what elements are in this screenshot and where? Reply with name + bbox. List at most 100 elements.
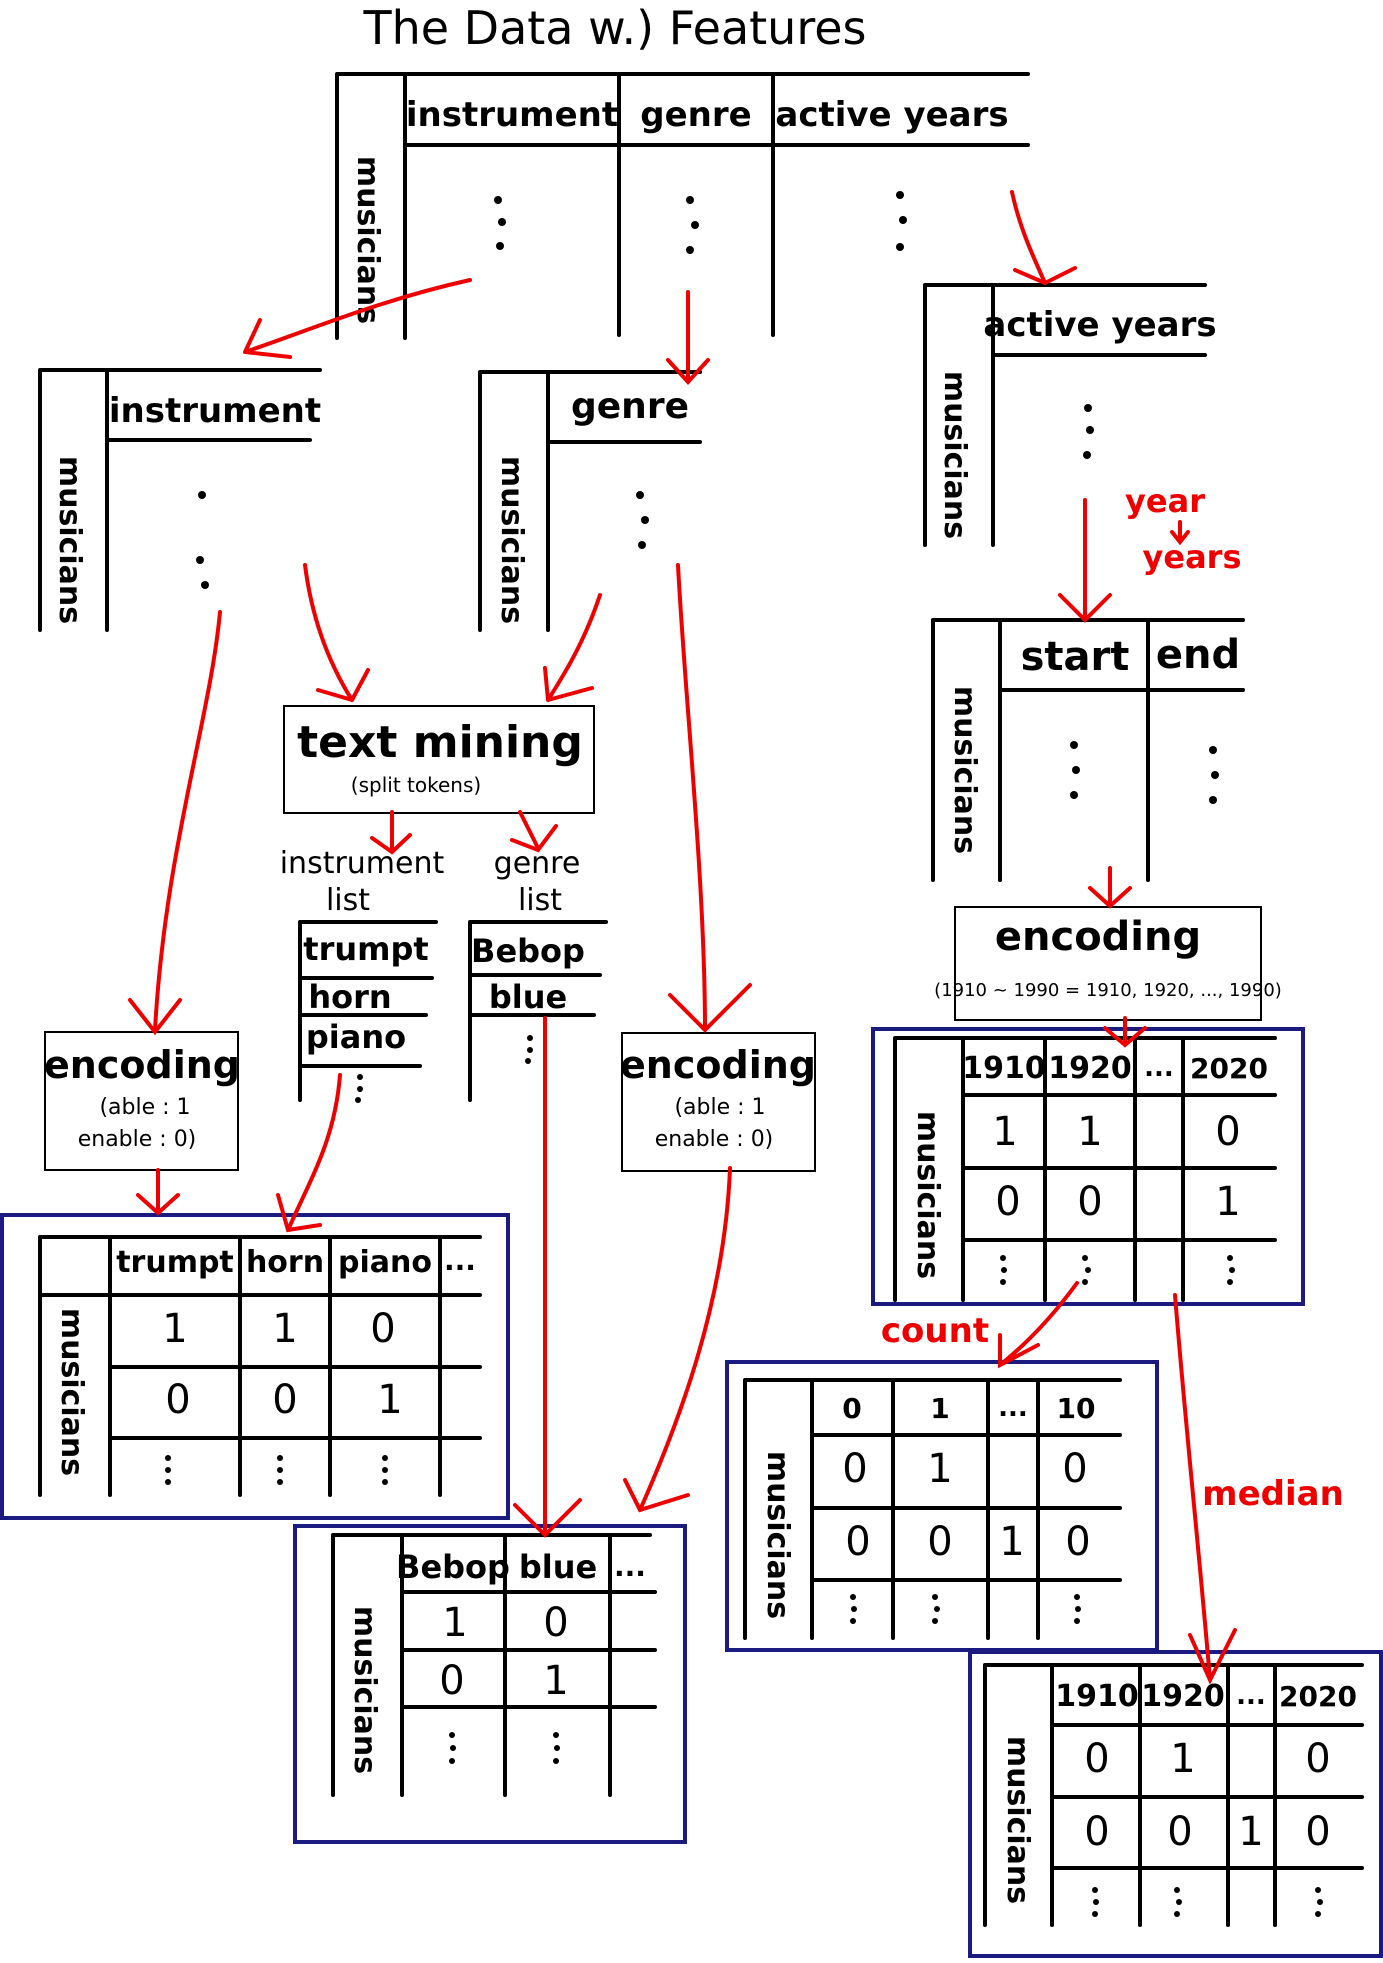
years-result-header-1910: 1910 — [962, 1051, 1046, 1086]
main-ellipsis-genre — [686, 196, 699, 254]
arrow-years-to-median — [1173, 1293, 1237, 1685]
instrument-list-item-trumpt: trumpt — [303, 930, 428, 968]
count-result-cell-2-2: 0 — [927, 1519, 952, 1565]
arrow-main-to-active-years — [1010, 190, 1077, 285]
main-ellipsis-active-years — [896, 191, 907, 251]
genre-list-item-blue: blue — [489, 978, 567, 1016]
instrument-result-cell-2-3: 1 — [377, 1377, 402, 1423]
arrow-instrument-to-encoding — [128, 610, 222, 1036]
count-result-cell-2-4: 0 — [1065, 1519, 1090, 1565]
genre-table-ellipsis — [636, 491, 649, 549]
genre-result-table: Bebop blue ... musicians 1 0 0 1 — [293, 1524, 687, 1844]
instrument-result-cell-2-1: 0 — [165, 1377, 190, 1423]
years-result-cell-1-4: 0 — [1215, 1109, 1240, 1155]
genre-result-cell-2-1: 0 — [439, 1658, 464, 1704]
year-years-note: year years — [1125, 482, 1241, 576]
instrument-result-ellipsis — [165, 1455, 388, 1485]
active-years-table-header: active years — [983, 305, 1216, 345]
instrument-table-ellipsis — [196, 491, 209, 589]
year-note-top: year — [1125, 482, 1205, 520]
median-result-header-more: ... — [1236, 1681, 1266, 1711]
arrow-genre-to-encoding — [668, 563, 752, 1033]
arrow-encoding-left-to-result — [136, 1168, 180, 1216]
main-ellipsis-instrument — [494, 196, 506, 250]
count-result-cell-1-2: 1 — [927, 1446, 952, 1492]
arrow-text-mining-to-genre-list — [510, 810, 558, 853]
encoding-right-box: encoding (1910 ~ 1990 = 1910, 1920, ...,… — [934, 906, 1282, 1021]
text-mining-subtitle: (split tokens) — [351, 773, 481, 797]
median-result-header-1910: 1910 — [1055, 1679, 1139, 1714]
arrow-text-mining-to-instrument-list — [370, 810, 412, 855]
main-table: instrument genre active years musicians — [335, 72, 1030, 340]
encoding-left-line2: enable : 0) — [78, 1127, 197, 1152]
instrument-list-ellipsis — [355, 1074, 363, 1103]
instrument-result-header-more: ... — [444, 1244, 476, 1277]
start-end-header-start: start — [1021, 634, 1130, 680]
encoding-left-line1: (able : 1 — [99, 1095, 190, 1120]
count-result-header-more: ... — [998, 1393, 1028, 1423]
median-note: median — [1202, 1474, 1344, 1514]
count-result-cell-2-1: 0 — [845, 1519, 870, 1565]
years-result-header-1920: 1920 — [1048, 1051, 1132, 1086]
median-result-table: 1910 1920 ... 2020 musicians 0 1 0 0 0 1… — [968, 1650, 1383, 1958]
genre-table-header: genre — [571, 386, 689, 427]
active-years-table: active years musicians — [923, 283, 1217, 547]
median-result-cell-1-2: 1 — [1170, 1736, 1195, 1782]
genre-result-header-bebop: Bebop — [396, 1548, 510, 1586]
median-result-cell-1-1: 0 — [1084, 1736, 1109, 1782]
genre-table: genre musicians — [478, 370, 702, 632]
median-result-cell-2-1: 0 — [1084, 1809, 1109, 1855]
count-result-table: 0 1 ... 10 musicians 0 1 0 0 0 1 0 — [725, 1360, 1159, 1652]
arrow-main-to-instrument — [243, 278, 472, 359]
encoding-right-title: encoding — [995, 914, 1201, 960]
start-end-header-end: end — [1156, 632, 1240, 678]
active-years-table-row-label: musicians — [937, 371, 972, 539]
median-result-header-2020: 2020 — [1279, 1680, 1357, 1713]
arrow-start-end-to-encoding — [1088, 866, 1132, 909]
years-result-cell-2-2: 0 — [1077, 1179, 1102, 1225]
instrument-list-item-piano: piano — [306, 1018, 406, 1056]
arrow-active-years-to-start-end — [1058, 498, 1112, 623]
start-end-table: start end musicians — [931, 618, 1245, 882]
arrow-genre-list-to-result — [513, 1016, 582, 1538]
years-result-cell-1-2: 1 — [1077, 1109, 1102, 1155]
instrument-result-header-horn: horn — [246, 1245, 324, 1280]
flow-arrows — [128, 190, 1237, 1685]
count-result-header-10: 10 — [1057, 1392, 1096, 1425]
arrow-instrument-to-text-mining — [303, 563, 370, 702]
median-result-header-1920: 1920 — [1141, 1679, 1225, 1714]
instrument-result-table: trumpt horn piano ... musicians 1 1 0 0 … — [0, 1213, 510, 1520]
year-note-bottom: years — [1143, 538, 1242, 576]
start-end-ellipsis-end — [1209, 746, 1219, 804]
instrument-result-cell-1-1: 1 — [162, 1306, 187, 1352]
median-result-cell-2-4: 0 — [1305, 1809, 1330, 1855]
start-end-row-label: musicians — [947, 686, 982, 854]
arrow-genre-to-text-mining — [543, 593, 602, 702]
count-result-cell-2-3: 1 — [999, 1519, 1024, 1565]
main-row-label: musicians — [350, 156, 385, 324]
text-mining-title: text mining — [297, 717, 583, 768]
median-result-cell-2-3: 1 — [1238, 1809, 1263, 1855]
years-result-header-more: ... — [1144, 1053, 1174, 1083]
genre-result-row-label: musicians — [347, 1606, 382, 1774]
instrument-list-item-horn: horn — [308, 978, 391, 1016]
instrument-table-header: instrument — [109, 391, 321, 431]
instrument-result-header-trumpt: trumpt — [116, 1245, 234, 1280]
instrument-table: instrument musicians — [38, 368, 322, 632]
encoding-mid-title: encoding — [620, 1043, 816, 1087]
count-result-header-0: 0 — [842, 1392, 861, 1425]
text-mining-box: text mining (split tokens) — [283, 705, 595, 814]
arrow-instrument-list-to-result — [276, 1073, 342, 1233]
instrument-table-row-label: musicians — [52, 456, 87, 624]
instrument-result-cell-1-2: 1 — [272, 1306, 297, 1352]
genre-result-cell-1-1: 1 — [442, 1600, 467, 1646]
count-result-ellipsis — [850, 1594, 1081, 1624]
encoding-mid-line1: (able : 1 — [674, 1095, 765, 1120]
genre-result-header-blue: blue — [519, 1548, 597, 1586]
genre-list: genre list Bebop blue — [468, 846, 608, 1102]
encoding-right-line1: (1910 ~ 1990 = 1910, 1920, ..., 1990) — [934, 980, 1282, 1001]
median-result-row-label: musicians — [1000, 1736, 1035, 1904]
years-result-cell-2-4: 1 — [1215, 1179, 1240, 1225]
genre-result-cell-2-2: 1 — [543, 1658, 568, 1704]
diagram-title: The Data w.) Features — [362, 1, 866, 55]
